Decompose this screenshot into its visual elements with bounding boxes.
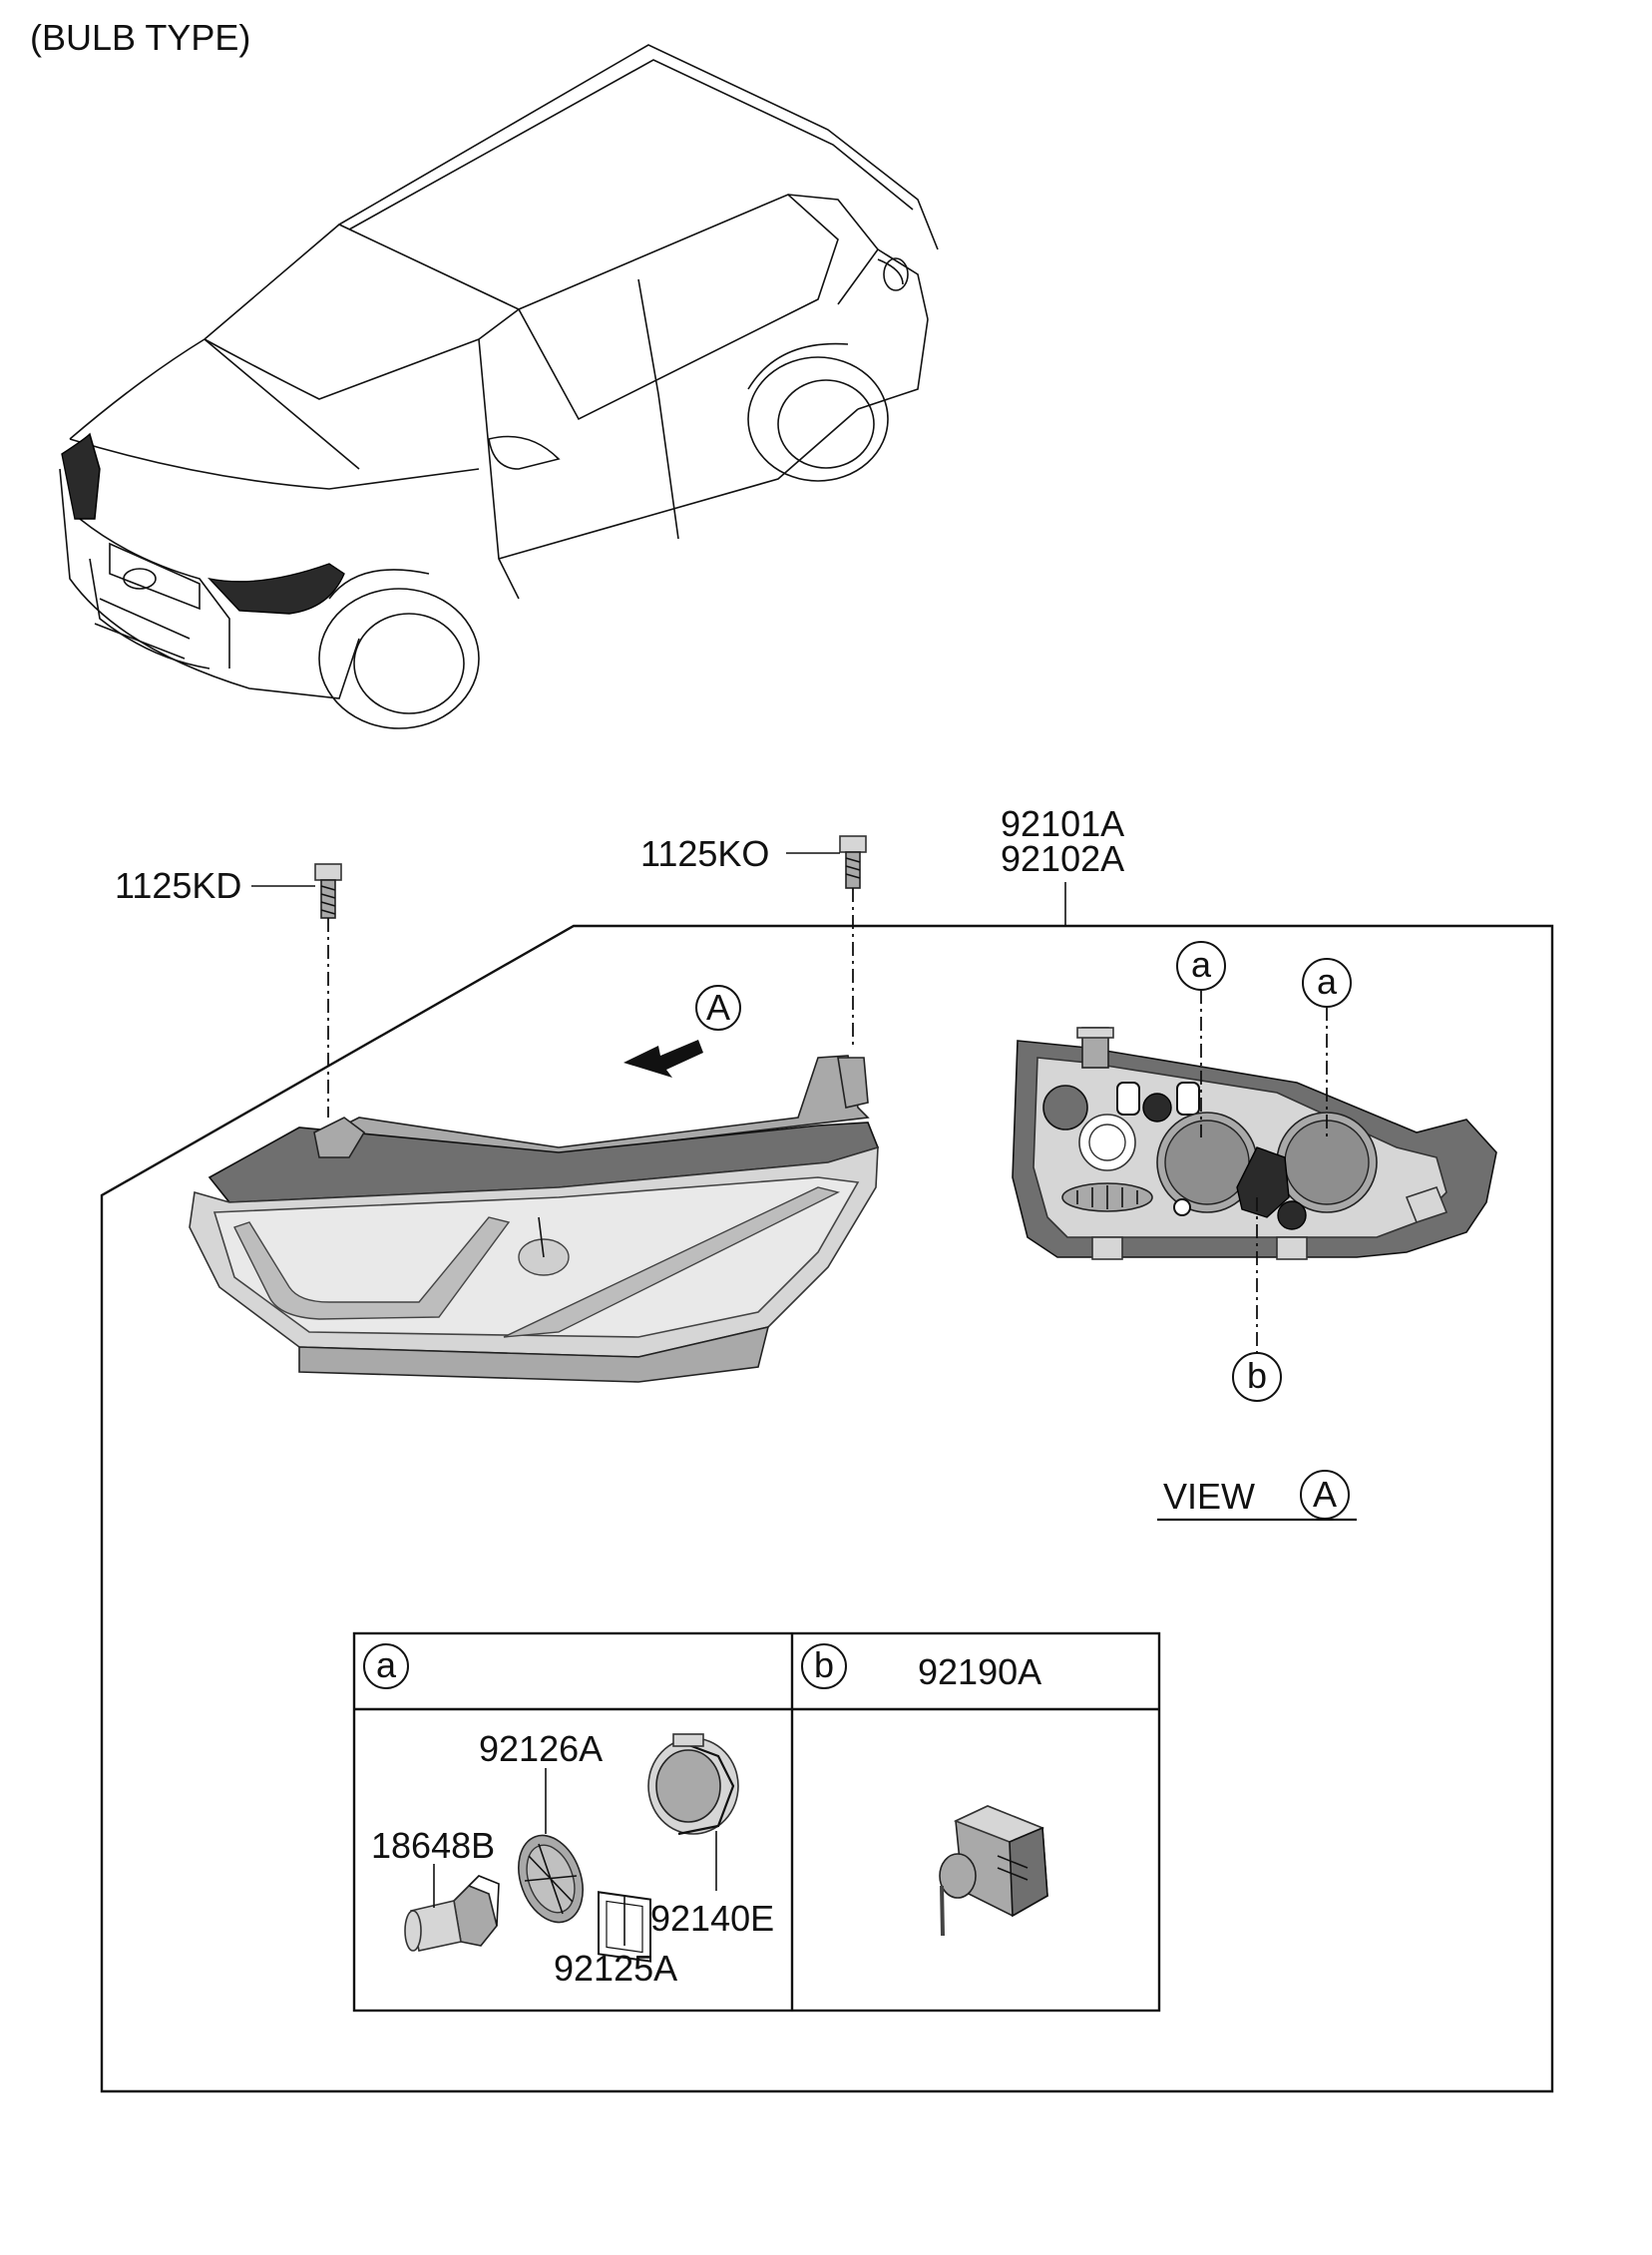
- label-1125ko: 1125KO: [640, 833, 769, 874]
- ref-a-left-letter: a: [1191, 944, 1212, 985]
- legend-a-letter: a: [376, 1644, 397, 1685]
- vehicle-emblem: [123, 568, 157, 590]
- bolt-1125kd: [314, 863, 342, 919]
- view-arrow-letter: A: [706, 987, 730, 1028]
- label-92101a: 92101A: [1001, 803, 1124, 844]
- view-arrow-circle: [695, 985, 741, 1031]
- bolt-1125ko: [839, 835, 867, 889]
- label-1125kd: 1125KD: [115, 865, 241, 906]
- view-label: VIEW: [1163, 1476, 1255, 1517]
- label-92140e: 92140E: [650, 1898, 774, 1939]
- legend-b-circle: [801, 1643, 847, 1689]
- headlamp-assembly: [189, 1055, 880, 1383]
- vehicle-headlamp-right: [206, 563, 345, 615]
- bulb-part: [404, 1875, 500, 1952]
- headlamp-rear-view: [1012, 1027, 1497, 1260]
- ref-b-letter: b: [1247, 1355, 1267, 1396]
- view-letter: A: [1313, 1474, 1337, 1515]
- ref-a-right-letter: a: [1317, 961, 1338, 1002]
- legend-a-circle: [363, 1643, 409, 1689]
- label-92126a: 92126A: [479, 1728, 603, 1769]
- diagram-title: (BULB TYPE): [30, 17, 250, 58]
- legend-b-letter: b: [814, 1644, 834, 1685]
- view-direction-arrow: [623, 1040, 703, 1078]
- label-18648b: 18648B: [371, 1825, 495, 1866]
- label-92125a: 92125A: [554, 1948, 677, 1989]
- legend-b-title: 92190A: [918, 1651, 1041, 1692]
- dust-cap-part: [518, 1834, 584, 1924]
- label-92102a: 92102A: [1001, 838, 1124, 879]
- socket-part: [647, 1733, 739, 1836]
- legend-table: [352, 1631, 1161, 2013]
- leveling-actuator-part: [939, 1805, 1048, 1937]
- ref-b-circle: [1232, 1352, 1282, 1402]
- vehicle-illustration: [59, 44, 939, 729]
- assembly-boundary: [100, 924, 1554, 2093]
- vehicle-headlamp-left: [61, 432, 101, 520]
